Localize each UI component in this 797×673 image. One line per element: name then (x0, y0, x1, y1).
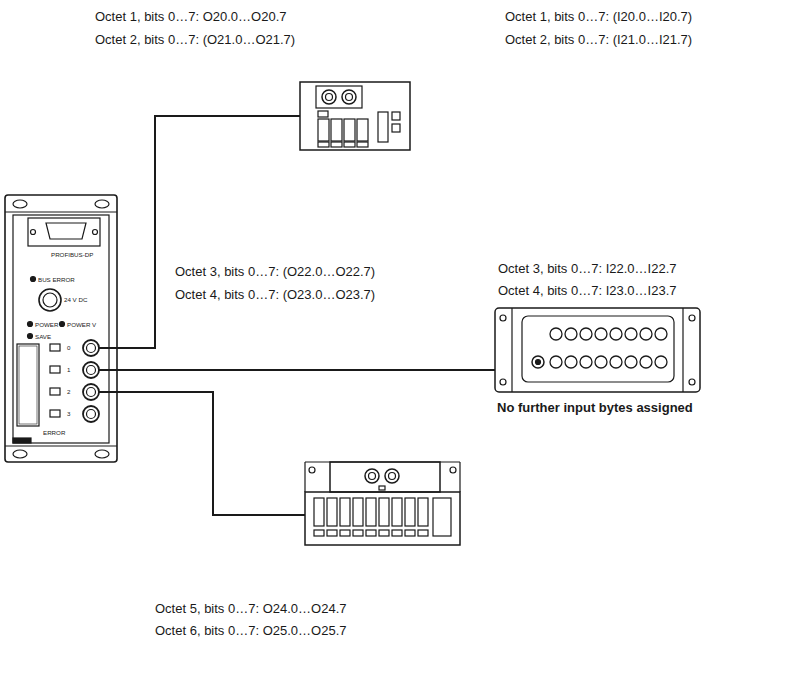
panel-marking: SAVE (35, 333, 51, 340)
input-socket (550, 328, 562, 340)
input-socket (610, 356, 622, 368)
input-socket (595, 328, 607, 340)
valve-terminal-bottom (305, 462, 460, 545)
cable (117, 116, 300, 348)
panel-marking: 2 (67, 388, 70, 395)
panel-marking: 3 (67, 410, 70, 417)
panel-marking: ERROR (43, 429, 65, 436)
octet-assignment: Octet 1, bits 0…7: O20.0…O20.7 (95, 10, 286, 25)
valve-button (340, 530, 350, 536)
input-socket (565, 328, 577, 340)
valve-button (366, 530, 376, 536)
end-plate (433, 498, 451, 536)
panel-marking: 0 (67, 344, 70, 351)
cable (117, 392, 305, 515)
input-socket (640, 356, 652, 368)
valve-slots (314, 498, 451, 536)
valve-terminal-top (300, 82, 410, 150)
octet-assignment: Octet 3, bits 0…7: I22.0…I22.7 (498, 262, 676, 277)
valve-slot (392, 498, 402, 526)
input-module (495, 308, 700, 392)
valve-slot (379, 498, 389, 526)
input-sockets (550, 328, 667, 368)
valve-button (327, 530, 337, 536)
cp-module: PROFIBUS-DP BUS ERROR 24 V DC POWER POWER V S… (5, 195, 117, 462)
valve-button (379, 530, 389, 536)
valve-terminal: Octet 1, bits 0…7: O20.0…O20.7Octet 2, b… (300, 82, 410, 150)
valve-slot (314, 498, 324, 526)
panel-marking: POWER (35, 321, 58, 328)
valve-button (405, 530, 415, 536)
input-socket (655, 356, 667, 368)
input-socket (580, 356, 592, 368)
input-socket (655, 328, 667, 340)
octet-assignment: Octet 2, bits 0…7: (O21.0…O21.7) (95, 33, 295, 48)
octet-assignment: Octet 4, bits 0…7: I23.0…I23.7 (498, 284, 676, 299)
valve-slot (405, 498, 415, 526)
valve-button (392, 530, 402, 536)
input-module: Octet 3, bits 0…7: I22.0…I22.7Octet 4, b… (495, 308, 700, 392)
valve-slot (353, 498, 363, 526)
input-socket (550, 356, 562, 368)
input-socket (580, 328, 592, 340)
octet-assignment: Octet 6, bits 0…7: O25.0…O25.7 (155, 624, 346, 639)
panel-marking: 1 (67, 366, 70, 373)
octet-assignment: Octet 3, bits 0…7: (O22.0…O22.7) (175, 265, 375, 280)
input-socket (610, 328, 622, 340)
cable (117, 369, 495, 371)
input-socket (565, 356, 577, 368)
octet-assignment: Octet 2, bits 0…7: (I21.0…I21.7) (505, 33, 692, 48)
note: No further input bytes assigned (497, 401, 693, 416)
octet-assignment: Octet 5, bits 0…7: O24.0…O24.7 (155, 602, 346, 617)
panel-marking: PROFIBUS-DP (51, 251, 93, 258)
valve-terminal: Octet 5, bits 0…7: O24.0…O24.7Octet 6, b… (305, 462, 460, 545)
octet-assignment: Octet 1, bits 0…7: (I20.0…I20.7) (505, 10, 692, 25)
panel-marking: POWER V (67, 321, 96, 328)
valve-button (418, 530, 428, 536)
panel-marking: BUS ERROR (38, 276, 75, 283)
valve-button (353, 530, 363, 536)
input-socket (625, 328, 637, 340)
valve-button (314, 530, 324, 536)
octet-assignment: Octet 4, bits 0…7: (O23.0…O23.7) (175, 288, 375, 303)
valve-slot (327, 498, 337, 526)
cp-module-drawing (5, 195, 117, 462)
input-socket (640, 328, 652, 340)
valve-slot (418, 498, 428, 526)
panel-marking: 24 V DC (64, 296, 87, 303)
valve-slot (366, 498, 376, 526)
input-socket (595, 356, 607, 368)
valve-slot (340, 498, 350, 526)
input-socket (625, 356, 637, 368)
